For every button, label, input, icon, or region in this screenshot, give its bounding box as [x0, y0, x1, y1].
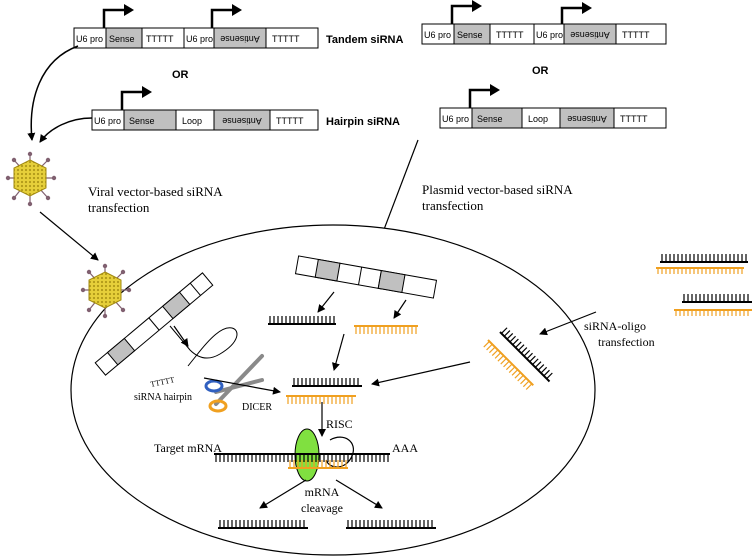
arrow-to-duplex — [332, 333, 345, 371]
sense-strand — [268, 316, 336, 325]
viral-route-label-line2: transfection — [88, 200, 150, 215]
antisense-strand — [354, 325, 418, 334]
plasmid-route-label-line1: Plasmid vector-based siRNA — [422, 182, 573, 197]
arrow-plasmid-antisense — [393, 299, 407, 319]
sense-label: Sense — [457, 30, 483, 40]
tandem-sirna-label: Tandem siRNA — [326, 34, 403, 46]
terminator-label: TTTTT — [146, 34, 174, 44]
sense-label: Sense — [109, 34, 135, 44]
arrow-plasmid-to-cell — [378, 139, 419, 241]
oligo-route-label-line2: transfection — [598, 335, 655, 349]
risc-label: RISC — [326, 417, 353, 431]
viral-particle-icon — [80, 263, 132, 319]
arrow-virus-to-cell — [39, 211, 99, 261]
target-mrna-strand — [214, 453, 390, 462]
dicer-label: DICER — [242, 402, 272, 413]
hairpin-sirna-label: Hairpin siRNA — [326, 116, 400, 128]
tandem-construct-right: U6 pro Sense TTTTT U6 pro Antisense TTTT… — [421, 0, 667, 45]
viral-genome-construct — [94, 272, 214, 376]
promoter-arrow-icon — [468, 88, 492, 108]
sirna-hairpin-label: siRNA hairpin — [134, 392, 192, 403]
plasmid-route-label-line2: transfection — [422, 198, 484, 213]
duplex-antisense-strand — [286, 395, 356, 404]
hairpin-transcript — [169, 325, 238, 367]
or-label: OR — [172, 69, 189, 81]
cleavage-fragment-left — [218, 520, 308, 529]
entering-oligo-black — [499, 327, 553, 383]
u6-promoter-label: U6 pro — [536, 30, 563, 40]
terminator-label: TTTTT — [622, 30, 650, 40]
antisense-label: Antisense — [220, 34, 260, 44]
cell-membrane — [70, 224, 596, 556]
cleavage-label-line1: mRNA — [305, 485, 340, 499]
u6-promoter-label: U6 pro — [186, 34, 213, 44]
arrow-tandem-to-virus — [27, 45, 79, 141]
u6-promoter-label: U6 pro — [94, 116, 121, 126]
duplex-sense-strand — [292, 378, 362, 387]
arrow-to-hairpin — [173, 325, 189, 347]
sense-label: Sense — [477, 114, 503, 124]
terminator-label: TTTTT — [620, 114, 648, 124]
plasmid-construct-in-cell — [294, 255, 438, 299]
antisense-label: Antisense — [567, 114, 607, 124]
oligo-duplex-1-antisense — [656, 267, 744, 274]
viral-route-label-line1: Viral vector-based siRNA — [88, 184, 223, 199]
terminator-label: TTTTT — [496, 30, 524, 40]
entering-oligo-orange — [483, 339, 534, 390]
promoter-arrow-icon — [102, 8, 126, 28]
guide-strand-bound — [288, 460, 348, 469]
promoter-arrow-icon — [450, 4, 474, 24]
loop-label: Loop — [182, 116, 202, 126]
u6-promoter-label: U6 pro — [76, 34, 103, 44]
viral-vector-icon — [5, 151, 57, 207]
oligo-duplex-2-antisense — [674, 309, 752, 316]
oligo-duplex-1-sense — [660, 254, 748, 263]
arrow-cleavage-right — [335, 479, 383, 509]
antisense-label: Antisense — [570, 30, 610, 40]
oligo-duplex-2-sense — [682, 294, 752, 303]
or-label: OR — [532, 65, 549, 77]
tandem-construct-left: U6 pro Sense TTTTT U6 pro Antisense TTTT… — [73, 4, 319, 49]
antisense-label: Antisense — [222, 116, 262, 126]
target-mrna-label: Target mRNA — [154, 441, 222, 455]
arrow-plasmid-sense — [317, 291, 335, 313]
promoter-arrow-icon — [560, 6, 584, 24]
oligo-route-label-line1: siRNA-oligo — [584, 319, 646, 333]
arrow-oligo-into-cell — [539, 311, 597, 336]
terminator-label: TTTTT — [272, 34, 300, 44]
cleavage-fragment-right — [346, 520, 436, 529]
dicer-scissors-icon — [204, 354, 264, 413]
arrow-dicer-to-duplex — [203, 377, 281, 395]
promoter-arrow-icon — [210, 8, 234, 28]
cleavage-label-line2: cleavage — [301, 501, 343, 515]
terminator-label: TTTTT — [276, 116, 304, 126]
polya-tail-label: AAA — [392, 441, 418, 455]
loop-label: Loop — [528, 114, 548, 124]
u6-promoter-label: U6 pro — [442, 114, 469, 124]
sense-label: Sense — [129, 116, 155, 126]
u6-promoter-label: U6 pro — [424, 30, 451, 40]
hairpin-construct-right: U6 pro Sense Loop Antisense TTTTT — [439, 84, 667, 129]
hairpin-construct-left: U6 pro Sense Loop Antisense TTTTT — [91, 86, 319, 131]
arrow-hairpin-to-virus — [39, 117, 93, 143]
arrow-cleavage-left — [259, 479, 307, 509]
arrow-oligo-to-duplex — [371, 361, 471, 387]
promoter-arrow-icon — [120, 90, 144, 110]
